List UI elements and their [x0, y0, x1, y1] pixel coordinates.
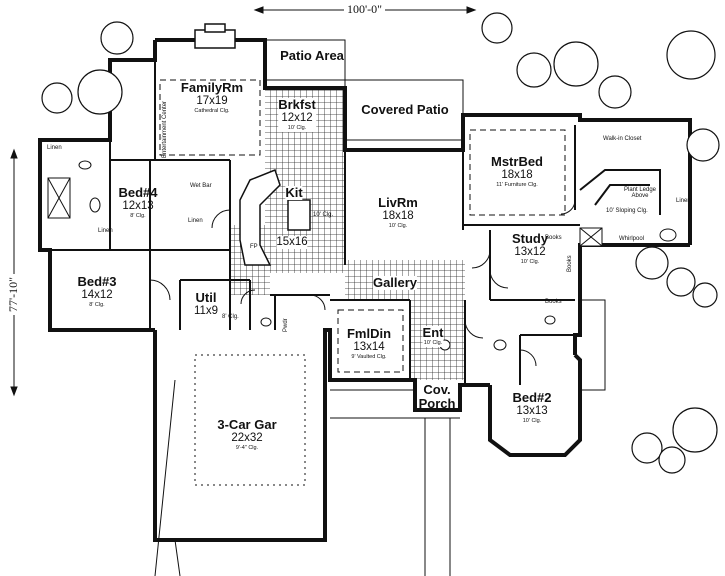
room-ceiling: 10' Clg.: [520, 259, 540, 265]
room-name: MstrBed: [490, 154, 544, 169]
interior-walls: [40, 60, 580, 385]
room-ceiling: 10' Clg.: [522, 418, 542, 424]
room-name: Gallery: [372, 275, 418, 290]
note-linen: Linen: [676, 198, 691, 204]
room-ent: Ent 10' Clg.: [422, 325, 444, 347]
room-covered-patio: Covered Patio: [361, 103, 448, 117]
note-walk-in-closet: Walk-in Closet: [603, 136, 642, 142]
room-size: 18x18: [382, 210, 414, 222]
note-linen: Linen: [47, 145, 62, 151]
room-name: 3-Car Gar: [217, 417, 277, 432]
door-swings: [149, 199, 576, 367]
room-ceiling: Cathedral Clg.: [194, 108, 230, 114]
room-name: Bed#4: [118, 185, 158, 200]
note-linen: Linen: [98, 228, 113, 234]
ceiling-outlines: [159, 79, 566, 486]
room-size: 18x18: [501, 169, 533, 181]
room-size: 13x13: [516, 405, 548, 417]
room-name: Covered Patio: [361, 102, 449, 117]
room-study: Study 13x12 10' Clg.: [512, 232, 548, 266]
room-name: Kit: [285, 185, 303, 200]
note-whirlpool: Whirlpool: [619, 236, 645, 242]
room-ceiling: 8' Clg.: [130, 213, 146, 219]
room-name: Ent: [422, 325, 444, 340]
room-ceiling: 9'-4" Clg.: [235, 445, 259, 451]
room-size: 13x14: [353, 341, 385, 353]
room-family-rm: FamilyRm 17x19 Cathedral Clg.: [181, 81, 243, 115]
master-closet-walls: [579, 169, 661, 215]
depth-dimension-line: [10, 148, 18, 397]
room-bed4: Bed#4 12x13 8' Clg.: [118, 186, 157, 220]
room-ceiling: 10' Clg.: [388, 223, 408, 229]
note-books: Books: [567, 255, 573, 272]
landscape-trees: [41, 12, 720, 474]
room-brkfst: Brkfst 12x12 10' Clg.: [278, 98, 316, 132]
room-kit: Kit: [285, 185, 303, 200]
room-name: LivRm: [378, 195, 418, 210]
room-size: 13x12: [514, 246, 546, 258]
note-fp: FP: [250, 244, 258, 250]
util-ceiling: 8' Clg.: [222, 314, 239, 320]
room-size: 12x13: [122, 200, 154, 212]
room-ceiling: 9' Vaulted Clg.: [351, 354, 387, 360]
room-gallery: Gallery: [372, 275, 418, 290]
room-cov-porch: Cov. Porch: [417, 383, 457, 411]
kit-ceiling: 10' Clg.: [313, 212, 334, 218]
room-kit-size: 15x16: [276, 236, 308, 249]
room-ceiling: 10' Clg.: [423, 340, 443, 346]
room-ceiling: 10' Clg.: [287, 125, 307, 131]
room-size: 22x32: [231, 432, 263, 444]
room-size: 11x9: [193, 305, 219, 317]
room-name: FamilyRm: [180, 80, 244, 95]
room-mstr-bed: MstrBed 18x18 11' Furniture Clg.: [491, 155, 543, 189]
room-name: Util: [195, 290, 217, 305]
room-fml-din: FmlDin 13x14 9' Vaulted Clg.: [347, 327, 391, 361]
note-wet-bar: Wet Bar: [190, 183, 212, 189]
room-bed2: Bed#2 13x13 10' Clg.: [512, 391, 551, 425]
room-name: Study: [511, 231, 549, 246]
room-liv-rm: LivRm 18x18 10' Clg.: [378, 196, 418, 230]
room-name: Brkfst: [278, 97, 316, 112]
exterior-walls: [38, 38, 692, 542]
depth-dimension: 77'-10": [6, 273, 21, 315]
width-dimension: 100'-0": [344, 2, 386, 17]
note-books: Books: [545, 299, 562, 305]
room-name: Bed#3: [77, 274, 117, 289]
kitchen-island: [239, 169, 311, 266]
room-size: 15x16: [276, 236, 308, 248]
room-name: Bed#2: [512, 390, 552, 405]
front-walkway: [154, 299, 606, 576]
note-entertainment-center: Entertainment Center: [162, 100, 168, 158]
room-ceiling: 11' Furniture Clg.: [496, 182, 538, 188]
room-name: Patio Area: [280, 48, 344, 63]
room-bed3: Bed#3 14x12 8' Clg.: [77, 275, 116, 309]
room-name: Cov. Porch: [418, 382, 456, 411]
fireplace: [194, 23, 236, 49]
note-linen: Linen: [188, 218, 203, 224]
note-plant-ledge: Plant Ledge Above: [623, 187, 657, 199]
room-util: Util 11x9: [194, 291, 218, 318]
room-name: FmlDin: [346, 326, 392, 341]
patio-slab: [265, 39, 464, 141]
room-size: 12x12: [281, 112, 313, 124]
room-size: 14x12: [81, 289, 113, 301]
room-size: 17x19: [196, 95, 228, 107]
room-patio-area: Patio Area: [280, 49, 344, 63]
note-books: Books: [545, 235, 562, 241]
bath-fixtures: [47, 160, 677, 351]
note-pwdr: Pwdr: [283, 318, 289, 332]
note-sloping-clg: 10' Sloping Clg.: [606, 208, 648, 214]
room-garage: 3-Car Gar 22x32 9'-4" Clg.: [217, 418, 276, 452]
room-ceiling: 8' Clg.: [89, 302, 105, 308]
